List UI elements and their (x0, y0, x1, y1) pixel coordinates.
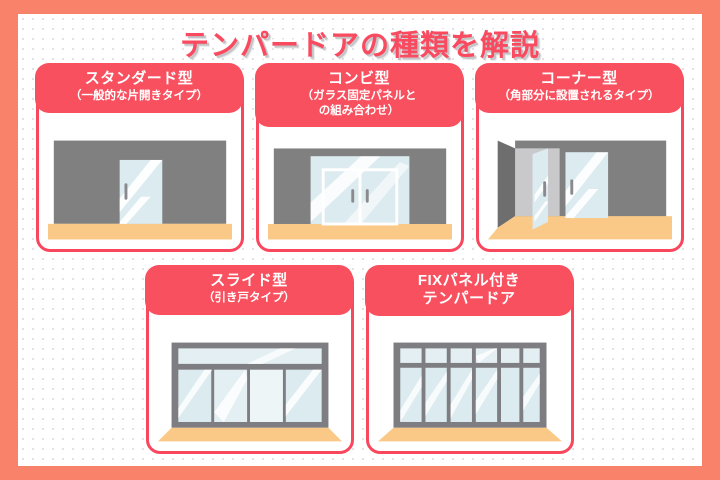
card-standard-heading: スタンダード型 (84, 70, 194, 87)
card-fix-panel[interactable]: FIXパネル付き テンパードア (365, 265, 574, 454)
sliding-storefront-door-illustration (158, 339, 342, 443)
fix-panel-tempered-door-illustration (378, 339, 562, 443)
card-combi-subheading-line1: （ガラス固定パネルと (301, 90, 417, 102)
card-fix-panel-heading-line2: テンパードア (422, 290, 516, 307)
card-slide-heading: スライド型 (210, 272, 288, 289)
card-row-bottom: スライド型 （引き戸タイプ） (0, 265, 720, 454)
card-row-top: スタンダード型 （一般的な片開きタイプ） (0, 63, 720, 252)
card-corner-header: コーナー型 （角部分に設置されるタイプ） (475, 63, 683, 113)
card-fix-panel-header: FIXパネル付き テンパードア (365, 265, 573, 316)
card-standard-header: スタンダード型 （一般的な片開きタイプ） (35, 63, 243, 113)
card-slide-subheading: （引き戸タイプ） (203, 292, 295, 304)
card-combi-subheading-line2: の組み合わせ） (318, 105, 400, 118)
card-corner[interactable]: コーナー型 （角部分に設置されるタイプ） (475, 63, 684, 252)
card-combi-header: コンビ型 （ガラス固定パネルと の組み合わせ） (255, 63, 463, 127)
card-combi[interactable]: コンビ型 （ガラス固定パネルと の組み合わせ） (255, 63, 464, 252)
corner-open-door-illustration (488, 137, 672, 241)
card-slide[interactable]: スライド型 （引き戸タイプ） (145, 265, 354, 454)
single-swing-glass-door-illustration (48, 137, 232, 241)
card-combi-heading: コンビ型 (327, 70, 390, 87)
card-corner-subheading: （角部分に設置されるタイプ） (498, 90, 660, 102)
card-standard-subheading: （一般的な片開きタイプ） (70, 90, 208, 102)
card-corner-heading: コーナー型 (540, 70, 618, 87)
card-fix-panel-heading-line1: FIXパネル付き (417, 272, 521, 289)
card-slide-header: スライド型 （引き戸タイプ） (145, 265, 353, 315)
card-standard[interactable]: スタンダード型 （一般的な片開きタイプ） (35, 63, 244, 252)
double-door-with-fixed-glass-panels-illustration (268, 145, 452, 241)
